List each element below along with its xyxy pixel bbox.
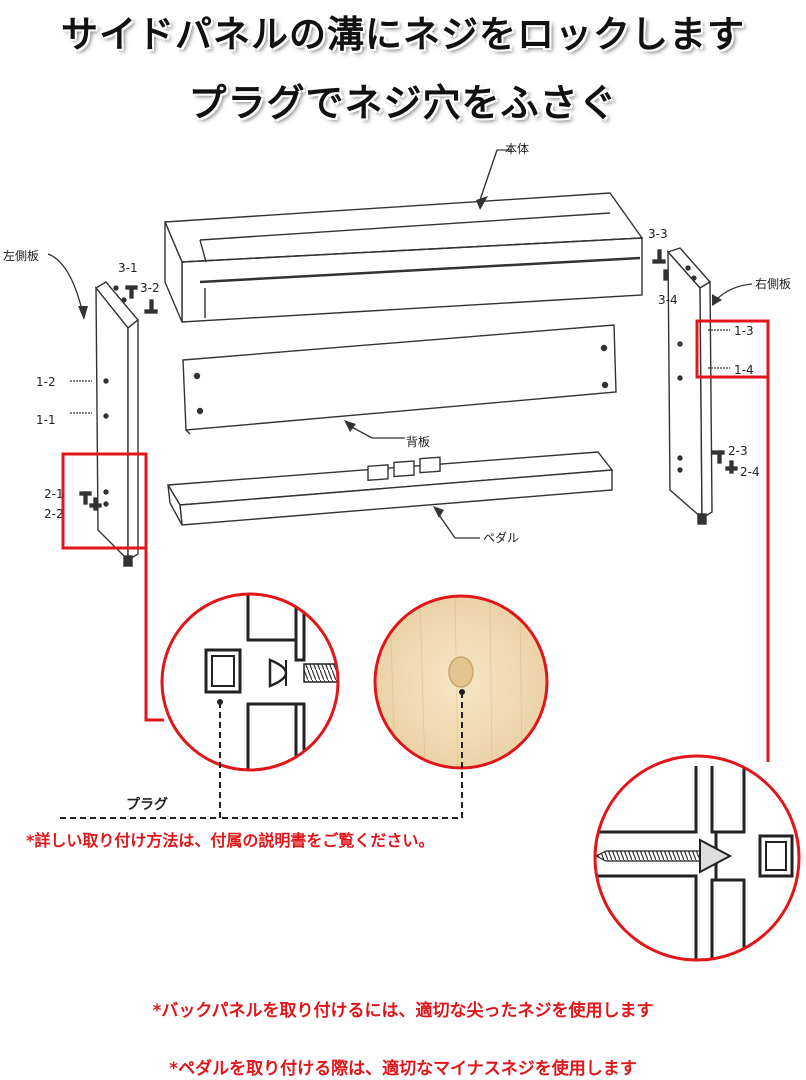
back-panel-label-group: 背板	[344, 420, 430, 449]
right-panel-label-group: 右側板	[712, 276, 791, 306]
note-manual: *詳しい取り付け方法は、付属の説明書をご覧ください。	[26, 831, 435, 850]
left-screws	[70, 285, 158, 511]
sub-title: プラグでネジ穴をふさぐ	[188, 81, 618, 125]
label-screw-3-4: 3-4	[658, 293, 678, 307]
label-pedal: ペダル	[483, 530, 519, 545]
note-back-panel-screw: *バックパネルを取り付けるには、適切な尖ったネジを使用します	[152, 1001, 654, 1021]
label-back-panel: 背板	[406, 435, 430, 449]
pedal-unit	[166, 451, 614, 526]
pedal-label-group: ペダル	[433, 506, 519, 545]
label-screw-2-2: 2-2	[44, 507, 64, 521]
left-panel-label-group: 左側板	[3, 248, 88, 320]
plug-icon	[448, 656, 474, 688]
main-title: サイドパネルの溝にネジをロックします	[61, 13, 745, 56]
note-pedal-screw: *ペダルを取り付ける際は、適切なマイナスネジを使用します	[169, 1059, 637, 1079]
label-plug: プラグ	[126, 796, 168, 813]
label-left-panel: 左側板	[3, 248, 39, 263]
zoom-circle-screw-panel	[593, 754, 801, 962]
label-screw-1-2: 1-2	[36, 375, 56, 389]
right-side-panel	[666, 247, 713, 525]
label-screw-3-3: 3-3	[648, 227, 668, 241]
label-screw-3-1: 3-1	[118, 261, 138, 275]
label-body: 本体	[505, 142, 529, 156]
label-screw-1-4: 1-4	[734, 363, 754, 377]
label-right-panel: 右側板	[755, 276, 791, 291]
label-screw-1-3: 1-3	[734, 324, 754, 338]
label-screw-2-4: 2-4	[740, 465, 760, 479]
label-screw-2-3: 2-3	[728, 444, 748, 458]
label-screw-1-1: 1-1	[36, 413, 56, 427]
plug-leader-lines	[60, 692, 463, 819]
body-label-group: 本体	[476, 142, 529, 210]
label-screw-3-2: 3-2	[140, 281, 160, 295]
zoom-circle-screw-groove	[160, 592, 340, 772]
label-screw-2-1: 2-1	[44, 487, 64, 501]
right-highlight-box	[695, 319, 770, 379]
piano-body	[163, 192, 644, 323]
left-connector-line	[144, 548, 164, 722]
left-side-panel	[94, 281, 139, 567]
back-panel	[182, 324, 617, 435]
left-highlight-box	[61, 452, 148, 550]
right-screws	[652, 249, 738, 474]
